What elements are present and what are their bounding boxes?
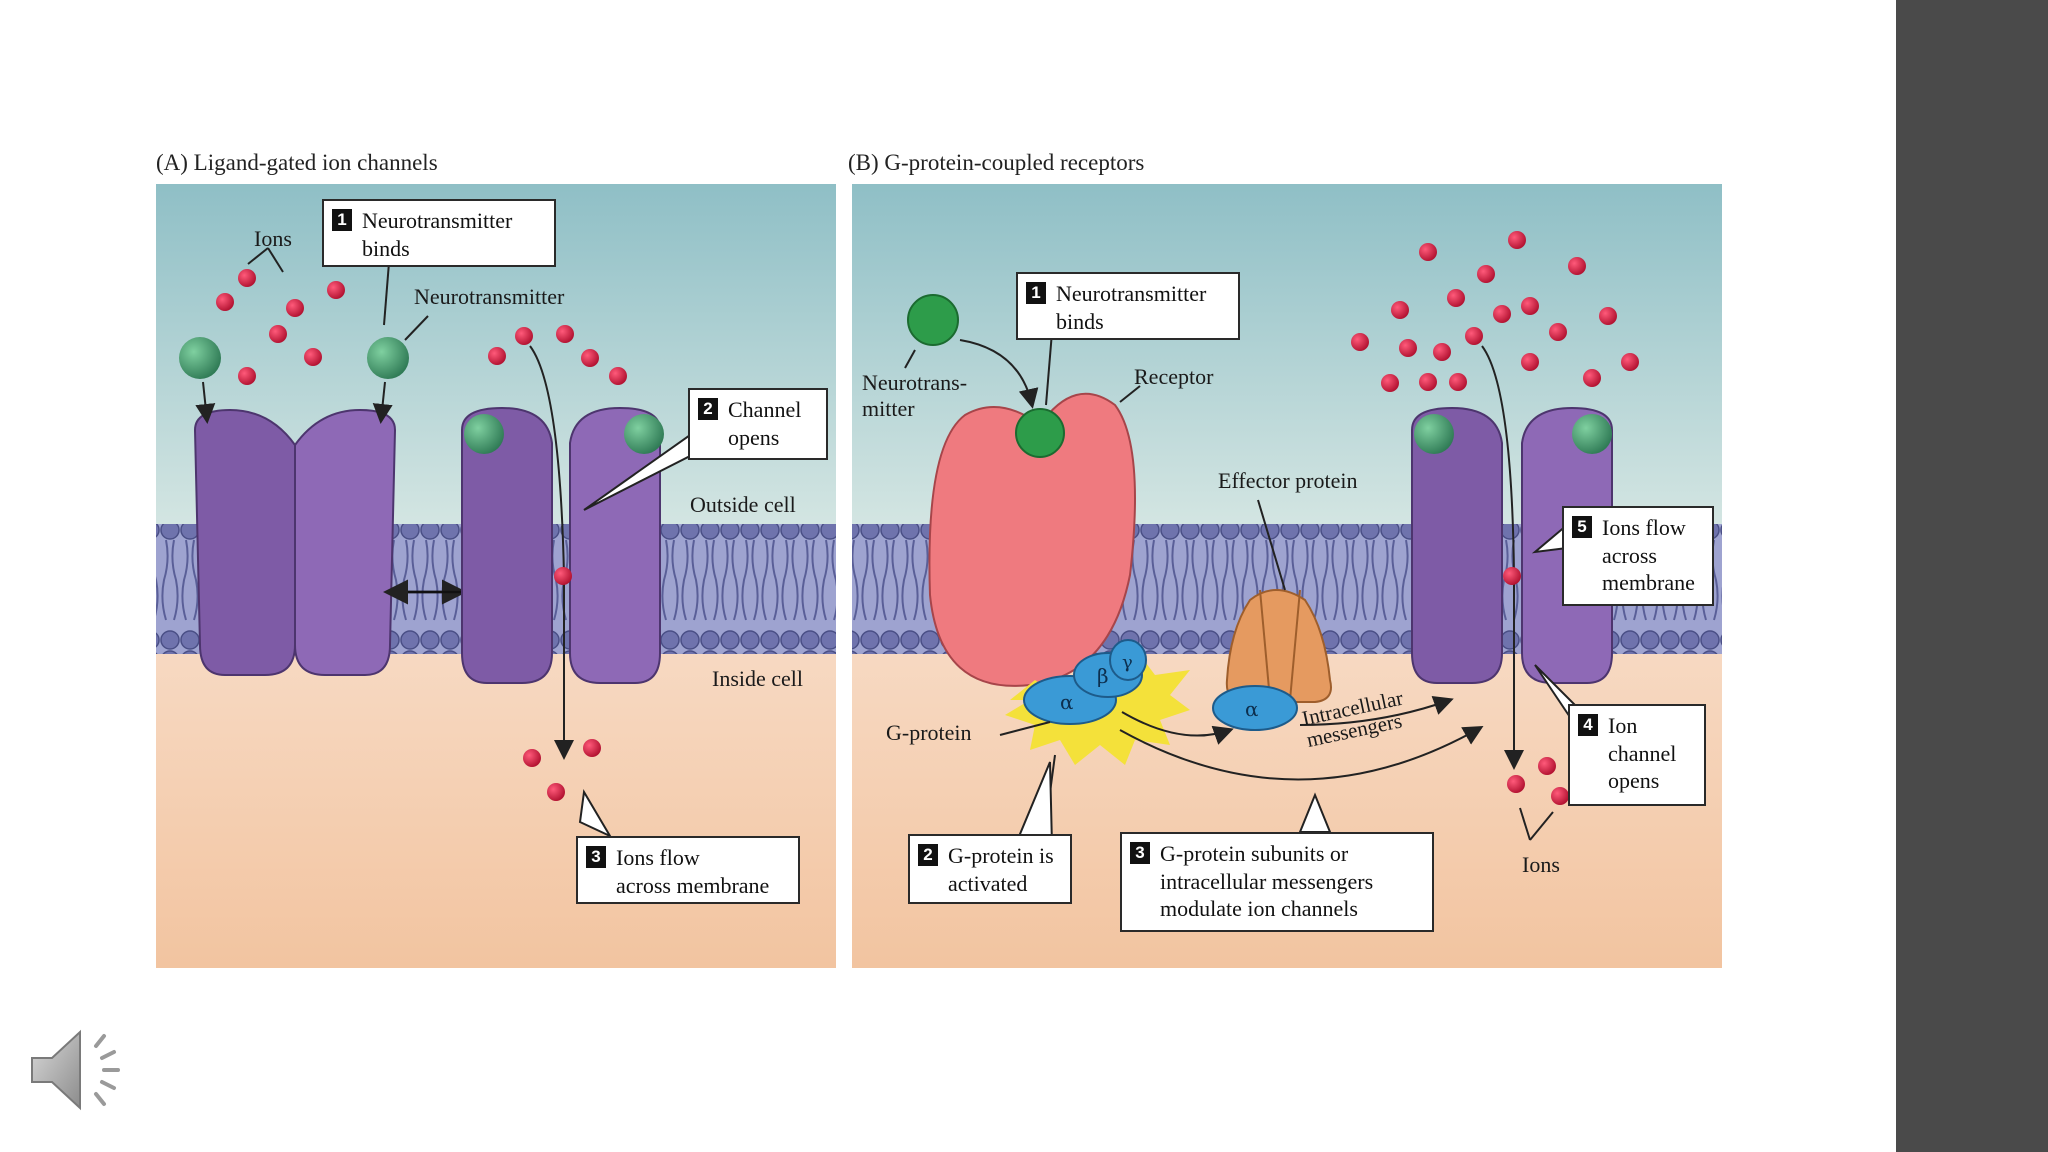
panel-b-ions [1351,231,1639,841]
panel-a-title: (A) Ligand-gated ion channels [156,150,438,175]
neurotransmitter-label-a: Neurotransmitter [414,284,565,309]
panel-a-ions [216,247,627,801]
neurotransmitter-molecule [179,337,221,379]
receptor-label: Receptor [1134,364,1214,389]
gpcr-receptor [928,385,1141,687]
speaker-icon[interactable] [28,1020,138,1120]
g-protein-label: G-protein [886,720,972,745]
step-text: Channel opens [728,397,802,450]
neurotransmitter-label-b: Neurotrans- mitter [862,370,968,422]
open-ion-channel [461,345,664,760]
effector-protein-label: Effector protein [1218,468,1358,493]
step-number: 1 [332,209,352,231]
signal-arrows [1119,695,1484,781]
step-number: 3 [1130,842,1150,864]
step-number: 5 [1572,516,1592,538]
step-text: Ions flow across membrane [1602,515,1695,595]
gpcr-ion-channel [1411,345,1613,770]
beta-label: β [1097,664,1109,688]
step-number: 2 [918,844,938,866]
gpcr-neurotransmitter [904,294,1039,409]
step-a1-box: 1 Neurotransmitter binds [322,199,556,267]
alpha-label-effector: α [1245,697,1259,721]
ions-label-a: Ions [254,226,292,251]
closed-ion-channel [179,337,409,676]
neurotransmitter-molecule [367,337,409,379]
step-text: G-protein subunits or intracellular mess… [1160,841,1374,921]
step-b4-box: 4 Ion channel opens [1568,704,1706,806]
step-number: 4 [1578,714,1598,736]
gamma-label: γ [1122,652,1133,673]
step-b1-box: 1 Neurotransmitter binds [1016,272,1240,340]
step-a2-box: 2 Channel opens [688,388,828,460]
step-b2-box: 2 G-protein is activated [908,834,1072,904]
step-number: 1 [1026,282,1046,304]
step-number: 2 [698,398,718,420]
right-side-bar [1896,0,2048,1152]
alpha-label: α [1060,690,1074,714]
step-b5-box: 5 Ions flow across membrane [1562,506,1714,606]
panel-b-title: (B) G-protein-coupled receptors [848,150,1145,175]
step-text: Ion channel opens [1608,713,1677,793]
g-protein [999,639,1190,831]
effector-protein [1212,499,1332,731]
step-a3-box: 3 Ions flow across membrane [576,836,800,904]
outside-cell-label: Outside cell [690,492,796,517]
step-text: Neurotransmitter binds [1056,281,1207,334]
step-number: 3 [586,846,606,868]
step-b3-box: 3 G-protein subunits or intracellular me… [1120,832,1434,932]
step-text: Ions flow across membrane [616,845,770,898]
inside-cell-label: Inside cell [712,666,804,691]
step-text: G-protein is activated [948,843,1054,896]
ions-label-b: Ions [1522,852,1560,877]
step-text: Neurotransmitter binds [362,208,513,261]
